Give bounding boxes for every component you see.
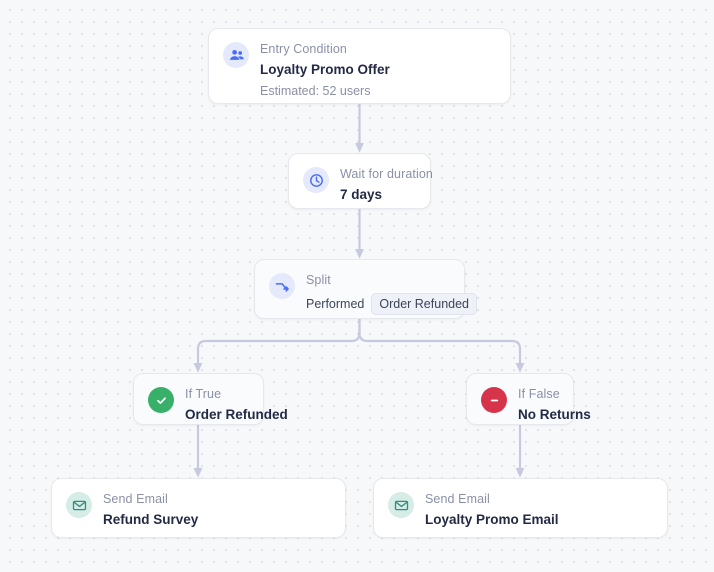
node-if-true-body: If True Order Refunded [185,386,288,425]
connector-split-to-if-true [193,319,361,373]
node-if-true-title: Order Refunded [185,407,288,422]
split-condition-chip[interactable]: Order Refunded [371,293,477,315]
node-if-false-kicker: If False [518,387,560,401]
node-split[interactable]: Split Performed Order Refunded [254,259,477,319]
envelope-icon [388,492,414,518]
node-entry-title: Loyalty Promo Offer [260,62,390,77]
node-email-right-kicker: Send Email [425,492,490,506]
node-wait-kicker: Wait for duration [340,167,433,181]
node-split-kicker: Split [306,273,331,287]
node-if-true-kicker: If True [185,387,222,401]
node-branch-if-true[interactable]: If True Order Refunded [133,373,288,425]
split-condition-verb: Performed [306,297,365,311]
clock-icon [303,167,329,193]
node-wait-body: Wait for duration 7 days [340,166,433,205]
split-condition-row: Performed Order Refunded [306,293,477,315]
split-icon [269,273,295,299]
node-send-email-loyalty-promo[interactable]: Send Email Loyalty Promo Email [373,478,668,538]
node-email-left-title: Refund Survey [103,512,199,527]
envelope-icon [66,492,92,518]
node-entry-body: Entry Condition Loyalty Promo Offer Esti… [260,41,496,100]
node-send-email-refund-survey[interactable]: Send Email Refund Survey [51,478,346,538]
node-if-false-body: If False No Returns [518,386,591,425]
check-circle-icon [148,387,174,413]
node-entry-kicker: Entry Condition [260,42,347,56]
node-branch-if-false[interactable]: If False No Returns [466,373,591,425]
node-split-body: Split Performed Order Refunded [306,272,477,315]
node-email-left-body: Send Email Refund Survey [103,491,331,530]
users-icon [223,42,249,68]
node-wait-title: 7 days [340,187,383,202]
node-entry-condition[interactable]: Entry Condition Loyalty Promo Offer Esti… [208,28,511,104]
minus-circle-icon [481,387,507,413]
node-entry-estimate: Estimated: 52 users [260,84,371,98]
node-email-right-body: Send Email Loyalty Promo Email [425,491,653,530]
node-email-right-title: Loyalty Promo Email [425,512,559,527]
node-if-false-title: No Returns [518,407,591,422]
connector-split-to-if-false [358,319,525,373]
node-wait-duration[interactable]: Wait for duration 7 days [288,153,433,209]
node-email-left-kicker: Send Email [103,492,168,506]
